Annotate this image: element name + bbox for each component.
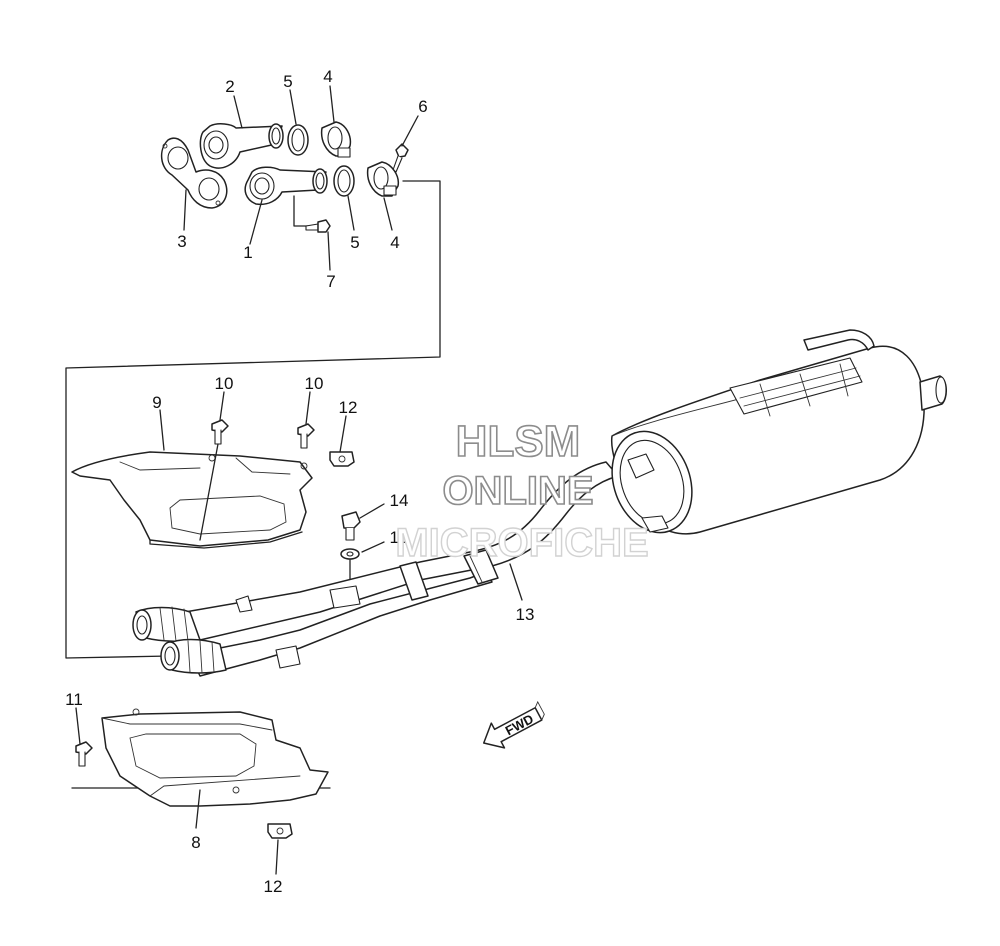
bolt-part-14: [341, 511, 361, 541]
washer-part-15: [340, 548, 360, 597]
heat-protector-part-9: [71, 451, 313, 549]
watermark-line-1: HLSM: [456, 417, 581, 466]
clip-nut-part-12-upper: [329, 451, 355, 467]
callout-10-right: 10: [305, 374, 324, 393]
callout-9: 9: [152, 393, 161, 412]
callout-5-upper: 5: [283, 72, 292, 91]
heat-protector-part-8: [101, 708, 329, 807]
clip-nut-part-12-lower: [267, 823, 293, 839]
gasket-ring-part-5-upper: [287, 124, 309, 156]
callout-4-upper: 4: [323, 67, 332, 86]
gasket-ring-part-5-lower: [333, 165, 355, 197]
callout-11: 11: [65, 690, 83, 709]
callout-10-left: 10: [215, 374, 234, 393]
callout-3: 3: [177, 232, 186, 251]
exhaust-pipe-muffler-part-13: [132, 329, 947, 677]
callout-8: 8: [191, 833, 200, 852]
leader-10-left: [199, 443, 219, 541]
callout-2: 2: [225, 77, 234, 96]
fwd-label: FWD: [503, 711, 536, 738]
bolt-part-7: [305, 219, 331, 233]
callout-7: 7: [326, 272, 335, 291]
watermark-line-2: ONLINE: [442, 469, 593, 513]
callout-12-lower: 12: [264, 877, 283, 896]
callout-13: 13: [516, 605, 535, 624]
callout-6: 6: [418, 97, 427, 116]
callout-4-lower: 4: [390, 233, 399, 252]
leader-lines: [75, 85, 523, 875]
clamp-part-4-lower: [366, 161, 400, 197]
exhaust-pipe-part-1: [244, 166, 328, 206]
bolt-part-10-right: [297, 423, 315, 449]
clamp-part-4-upper: [320, 121, 352, 158]
watermark-line-3: MICROFICHE: [395, 521, 648, 565]
callout-1: 1: [243, 243, 252, 262]
exhaust-pipe-part-2: [199, 123, 284, 169]
callout-14: 14: [390, 491, 409, 510]
bolt-part-6: [392, 143, 409, 173]
bolt-part-11: [75, 741, 93, 767]
exhaust-gasket-part-3: [160, 137, 228, 209]
callout-numbers: 2 5 4 6 3 1 5 4 7 9 10 10 12 14 15 13 11…: [65, 67, 534, 896]
watermark: HLSM ONLINE MICROFICHE: [395, 416, 650, 566]
callout-5-lower: 5: [350, 233, 359, 252]
callout-15: 15: [390, 528, 409, 547]
forward-direction-arrow: FWD: [482, 700, 545, 749]
callout-12-upper: 12: [339, 398, 358, 417]
bolt-part-10-left: [211, 419, 229, 445]
